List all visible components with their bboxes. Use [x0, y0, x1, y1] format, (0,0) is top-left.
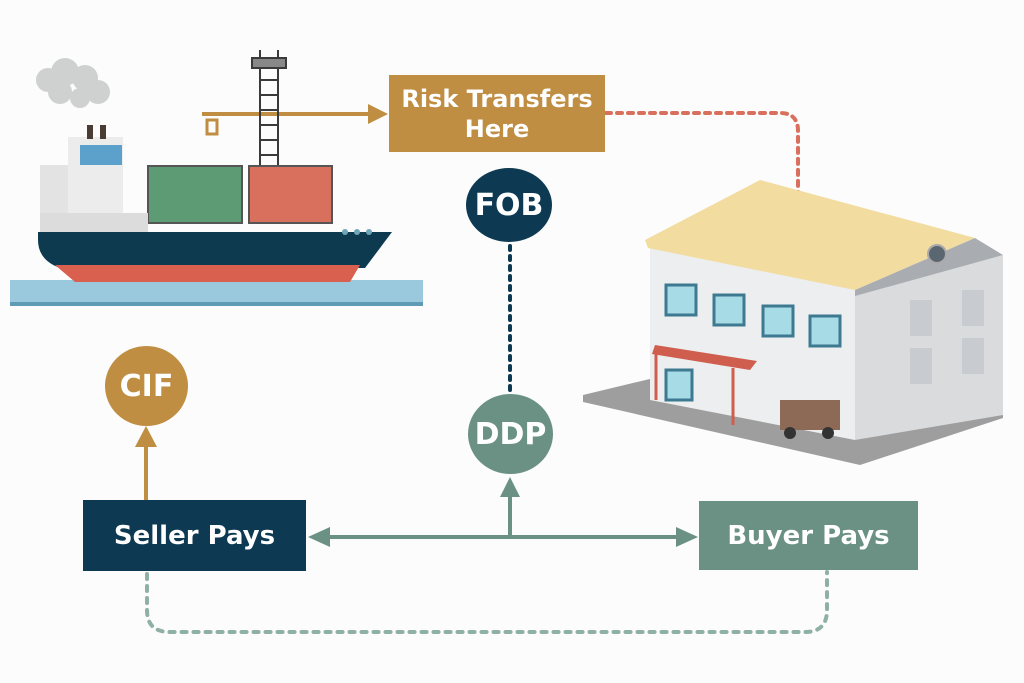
seller-pays-box: Seller Pays — [83, 500, 306, 571]
risk-to-warehouse-connector — [604, 111, 800, 197]
risk-transfers-box: Risk Transfers Here — [389, 75, 605, 152]
ddp-node: DDP — [468, 394, 553, 474]
seller-buyer-dotted-loop — [145, 570, 829, 634]
fob-node: FOB — [466, 168, 552, 242]
arrowhead-right — [676, 527, 698, 547]
smoke-cloud — [36, 58, 110, 108]
warehouse-illustration — [583, 180, 1003, 465]
buyer-pays-box: Buyer Pays — [699, 501, 918, 570]
ship-illustration — [10, 50, 423, 306]
cif-node: CIF — [105, 346, 188, 426]
arrowhead-left — [308, 527, 330, 547]
risk-label-line1: Risk Transfers — [401, 84, 593, 113]
ddp-arrowhead — [500, 477, 520, 497]
cif-arrowhead — [135, 426, 157, 447]
risk-label-line2: Here — [464, 114, 530, 143]
crane-tower — [251, 50, 287, 165]
